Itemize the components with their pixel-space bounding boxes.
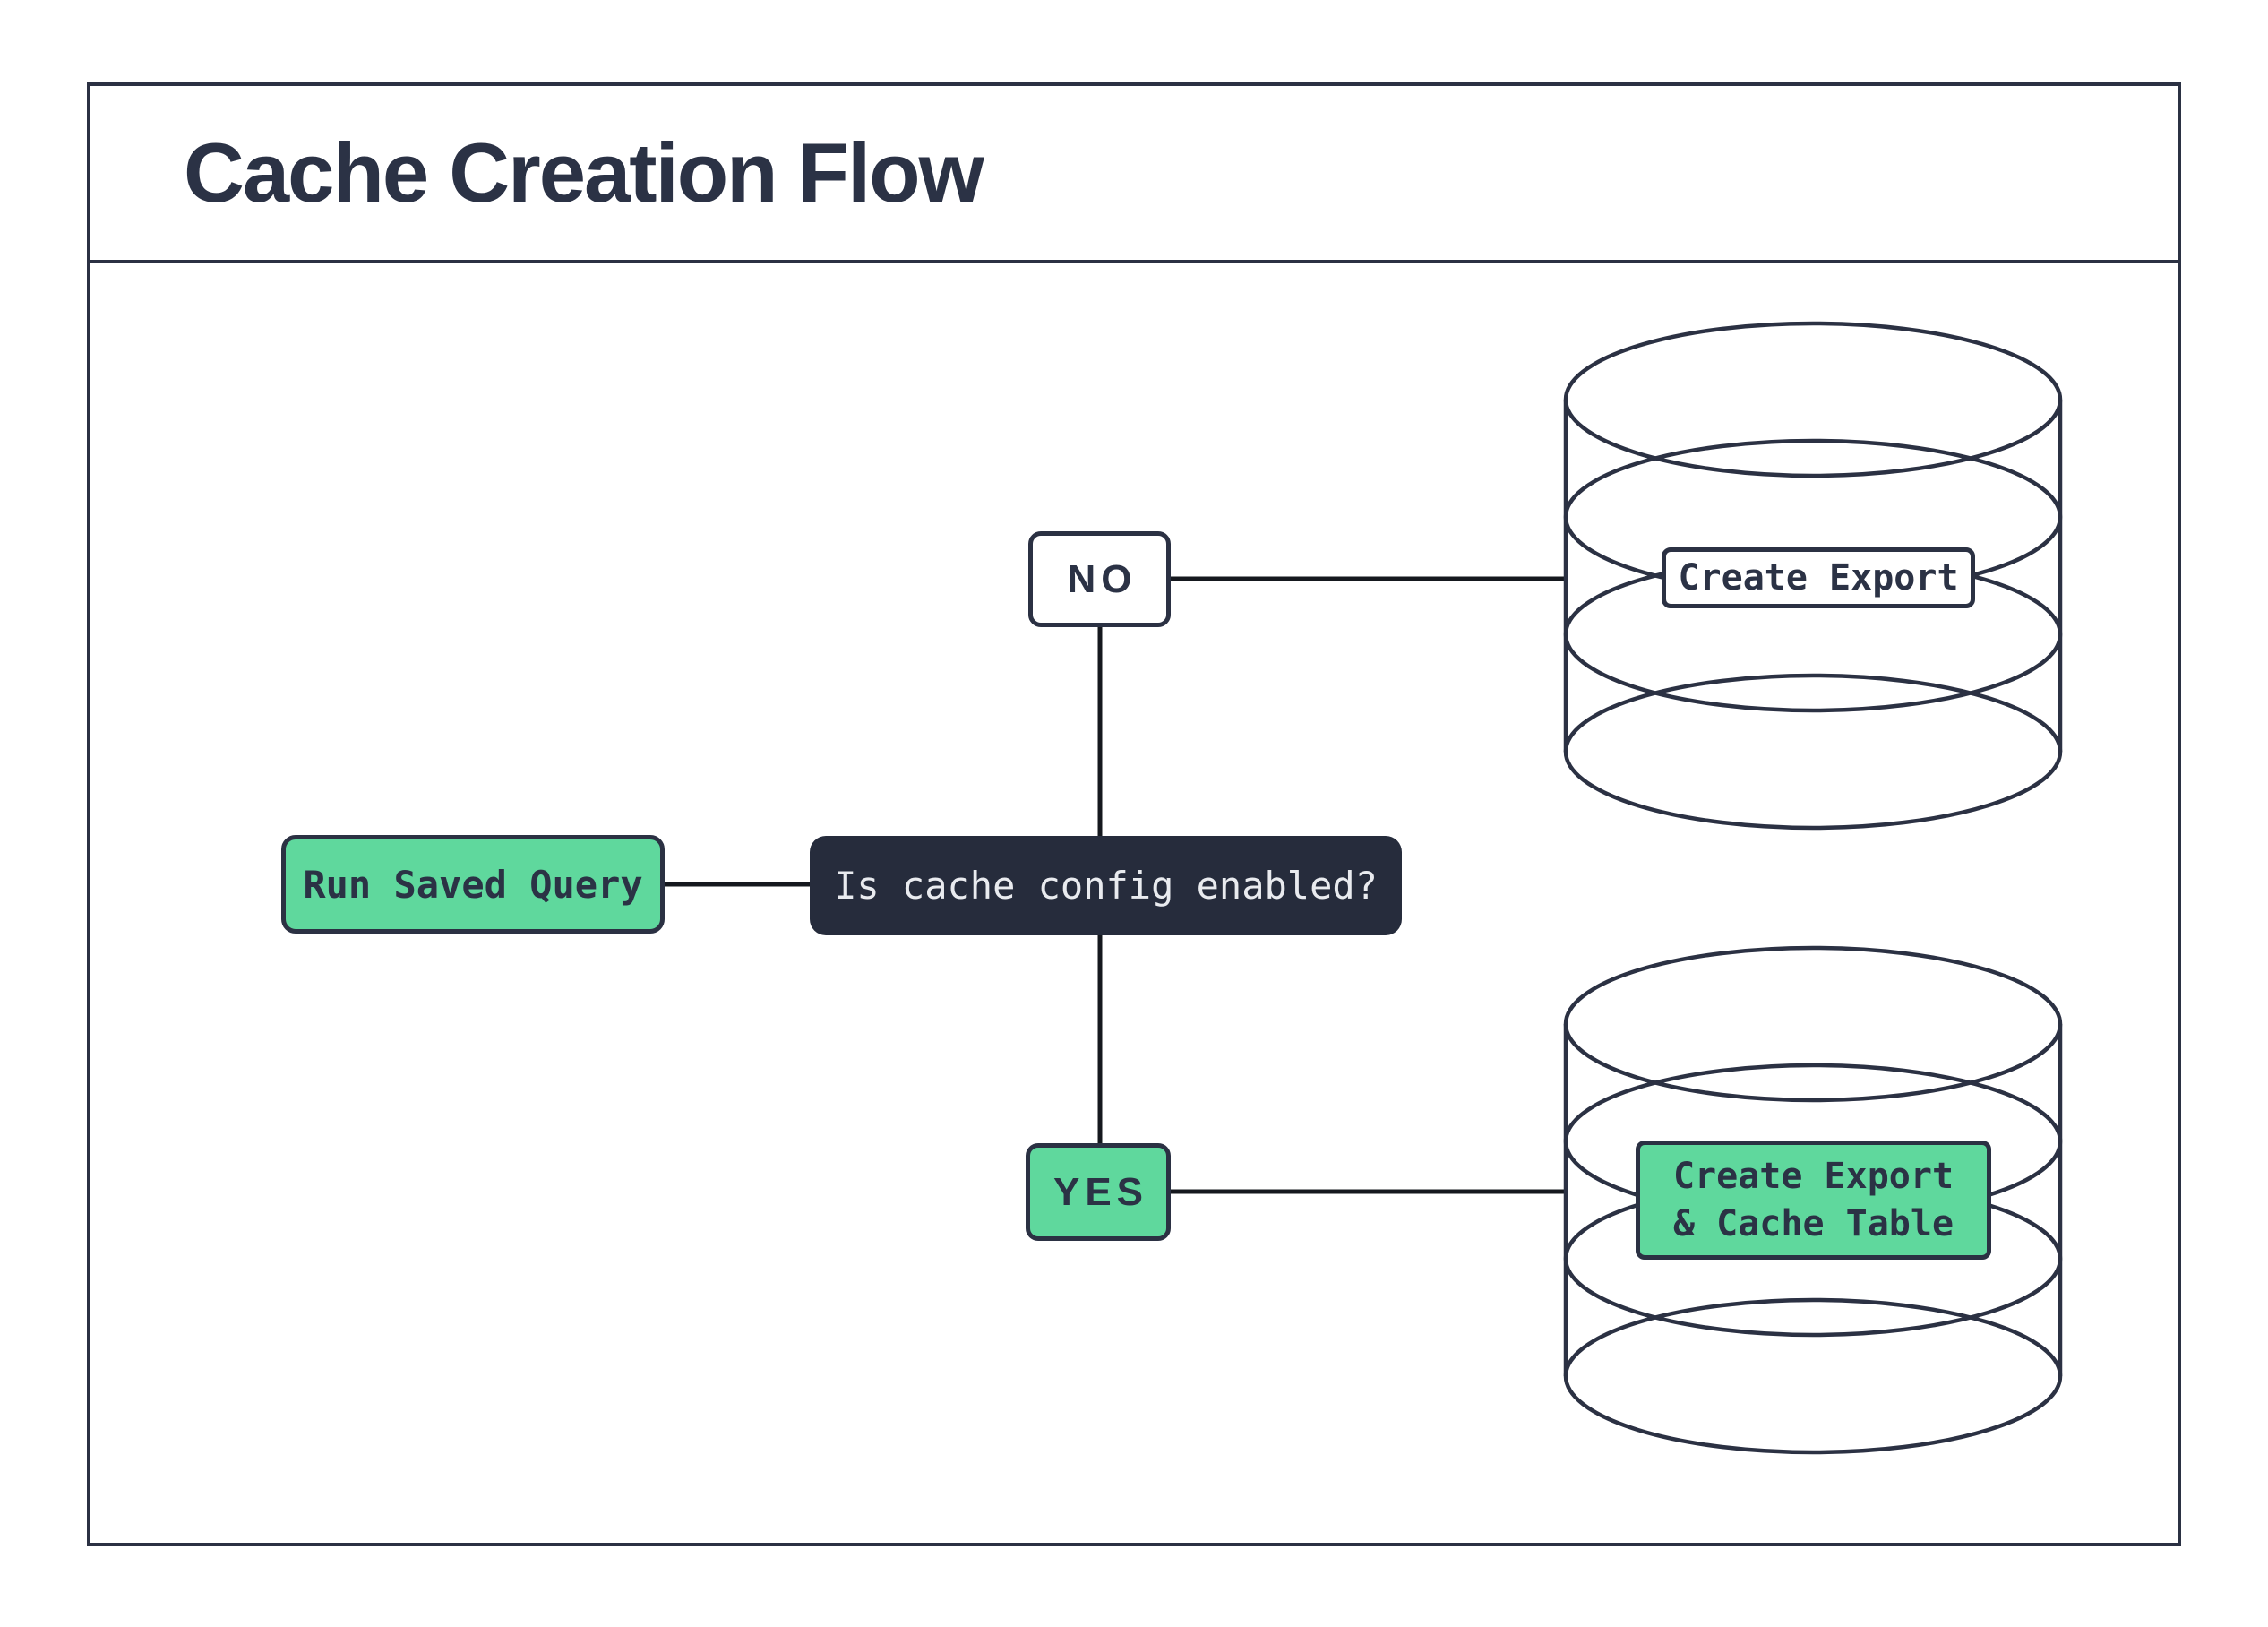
diagram-header: Cache Creation Flow [90, 86, 2178, 263]
start-node: Run Saved Query [281, 835, 665, 934]
create-export-cache-line2: & Cache Table [1672, 1202, 1954, 1244]
decision-node: Is cache config enabled? [810, 836, 1402, 935]
database-icon-export [1563, 321, 2063, 831]
database-icon-cache [1563, 945, 2063, 1455]
no-branch-label: NO [1028, 531, 1171, 627]
create-export-node: Create Export [1662, 547, 1975, 608]
create-export-cache-line1: Create Export [1672, 1155, 1954, 1197]
page-title: Cache Creation Flow [184, 125, 984, 220]
create-export-cache-node: Create Export & Cache Table [1636, 1141, 1991, 1260]
yes-branch-label: YES [1026, 1143, 1171, 1241]
flow-connectors [665, 576, 1568, 1194]
diagram-frame: Cache Creation Flow [87, 82, 2181, 1546]
